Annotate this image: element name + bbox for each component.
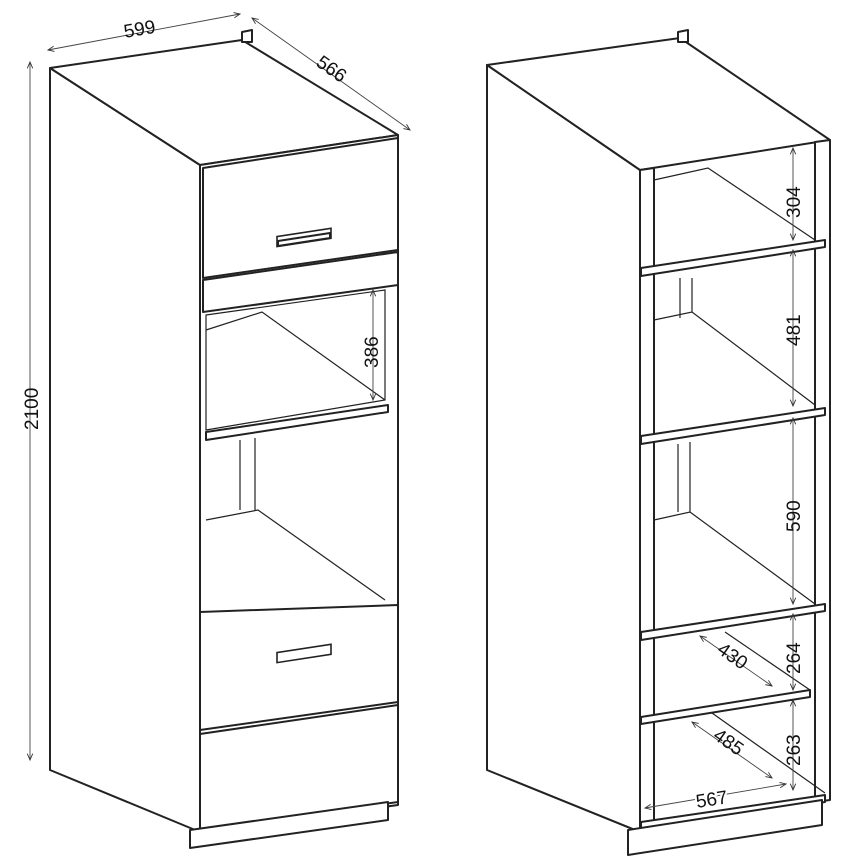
depth-dimension-line [252, 18, 410, 130]
shelf-depth-lower: 485 [709, 725, 747, 760]
top-drawer-handle-icon [276, 227, 332, 248]
compartment-2-back [653, 278, 816, 406]
right-right-stile [814, 139, 831, 803]
dim-line-430 [700, 636, 772, 686]
right-cabinet: 304 481 590 264 263 430 485 567 [486, 29, 831, 856]
compartment-4-height: 264 [784, 642, 805, 674]
compartment-2-height: 481 [784, 314, 805, 346]
lower-drawer [199, 604, 399, 731]
bottom-drawer [199, 704, 399, 831]
compartment-3-height: 590 [784, 500, 805, 532]
lower-drawer-handle-icon [276, 643, 332, 664]
vertical-dimensions: 304 481 590 264 263 [784, 148, 805, 790]
left-cabinet: 2100 599 566 386 [22, 14, 410, 849]
left-top-edge [241, 29, 253, 43]
compartment-3-back [653, 442, 816, 605]
right-top-edge [677, 29, 689, 43]
width-dimension-line [48, 14, 240, 50]
middle-shelf [205, 404, 389, 441]
right-side-panel [486, 64, 641, 833]
compartment-5-height: 263 [784, 734, 805, 766]
shelf-depth-upper: 430 [713, 639, 751, 674]
shelf-3 [640, 603, 826, 641]
width-label: 599 [122, 17, 157, 43]
compartment-1-back [653, 167, 816, 241]
niche-upper-back [205, 311, 386, 401]
left-side-panel [49, 67, 201, 833]
dim-line-567 [645, 784, 786, 808]
shelf-4 [640, 689, 811, 725]
upper-rail [202, 251, 399, 313]
left-plinth [189, 801, 389, 849]
top-drawer [202, 137, 399, 279]
shelf-1 [640, 239, 826, 277]
dim-line-485 [692, 722, 772, 778]
shelf-2 [640, 407, 826, 445]
compartment-1-height: 304 [784, 186, 805, 218]
height-label: 2100 [22, 388, 43, 430]
depth-label: 566 [312, 52, 350, 87]
oven-niche [205, 438, 386, 601]
niche-label: 386 [362, 336, 383, 368]
